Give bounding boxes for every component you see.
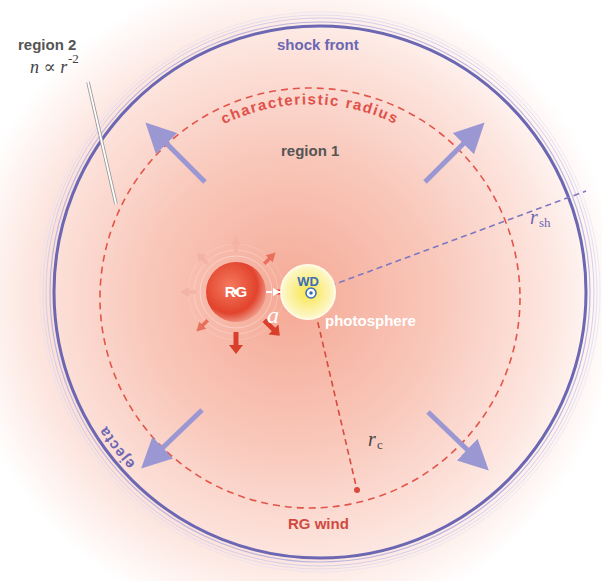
subscript: sh bbox=[539, 215, 551, 231]
radius-symbol: r bbox=[368, 428, 376, 451]
region-label: region 2 bbox=[18, 36, 76, 53]
wind-arrowhead bbox=[196, 252, 206, 262]
curved-label-text: characteristic radius bbox=[218, 90, 402, 127]
curved-label-text: ejecta bbox=[94, 424, 137, 473]
region-label: region 1 bbox=[281, 142, 339, 159]
subscript: c bbox=[377, 437, 383, 453]
curved-label: characteristic radius bbox=[218, 90, 402, 127]
separation-arrow bbox=[266, 291, 280, 293]
exponent: -2 bbox=[68, 51, 79, 67]
separation-label: a bbox=[267, 302, 279, 329]
wind-label: RG wind bbox=[288, 515, 349, 532]
wind-ripple bbox=[194, 250, 278, 334]
density-law: n ∝ r bbox=[30, 56, 67, 78]
wind-ripple bbox=[200, 256, 272, 328]
wind-arrowhead bbox=[266, 252, 276, 262]
wind-arrowhead bbox=[229, 345, 243, 354]
photosphere-label: photosphere bbox=[325, 312, 416, 329]
wind-arrowhead bbox=[180, 287, 189, 297]
wind-arrowhead bbox=[231, 236, 241, 245]
curved-label: ejecta bbox=[94, 424, 137, 473]
node-shape bbox=[280, 264, 336, 320]
radius-symbol: r bbox=[530, 206, 538, 229]
red-giant: RG bbox=[206, 262, 266, 322]
wind-ripple bbox=[188, 244, 284, 340]
white-dwarf: WD bbox=[280, 264, 336, 320]
node-label: RG bbox=[206, 262, 266, 300]
node-label: WD bbox=[280, 264, 336, 289]
wind-arrowhead bbox=[196, 322, 206, 332]
shock-label: shock front bbox=[277, 36, 359, 53]
